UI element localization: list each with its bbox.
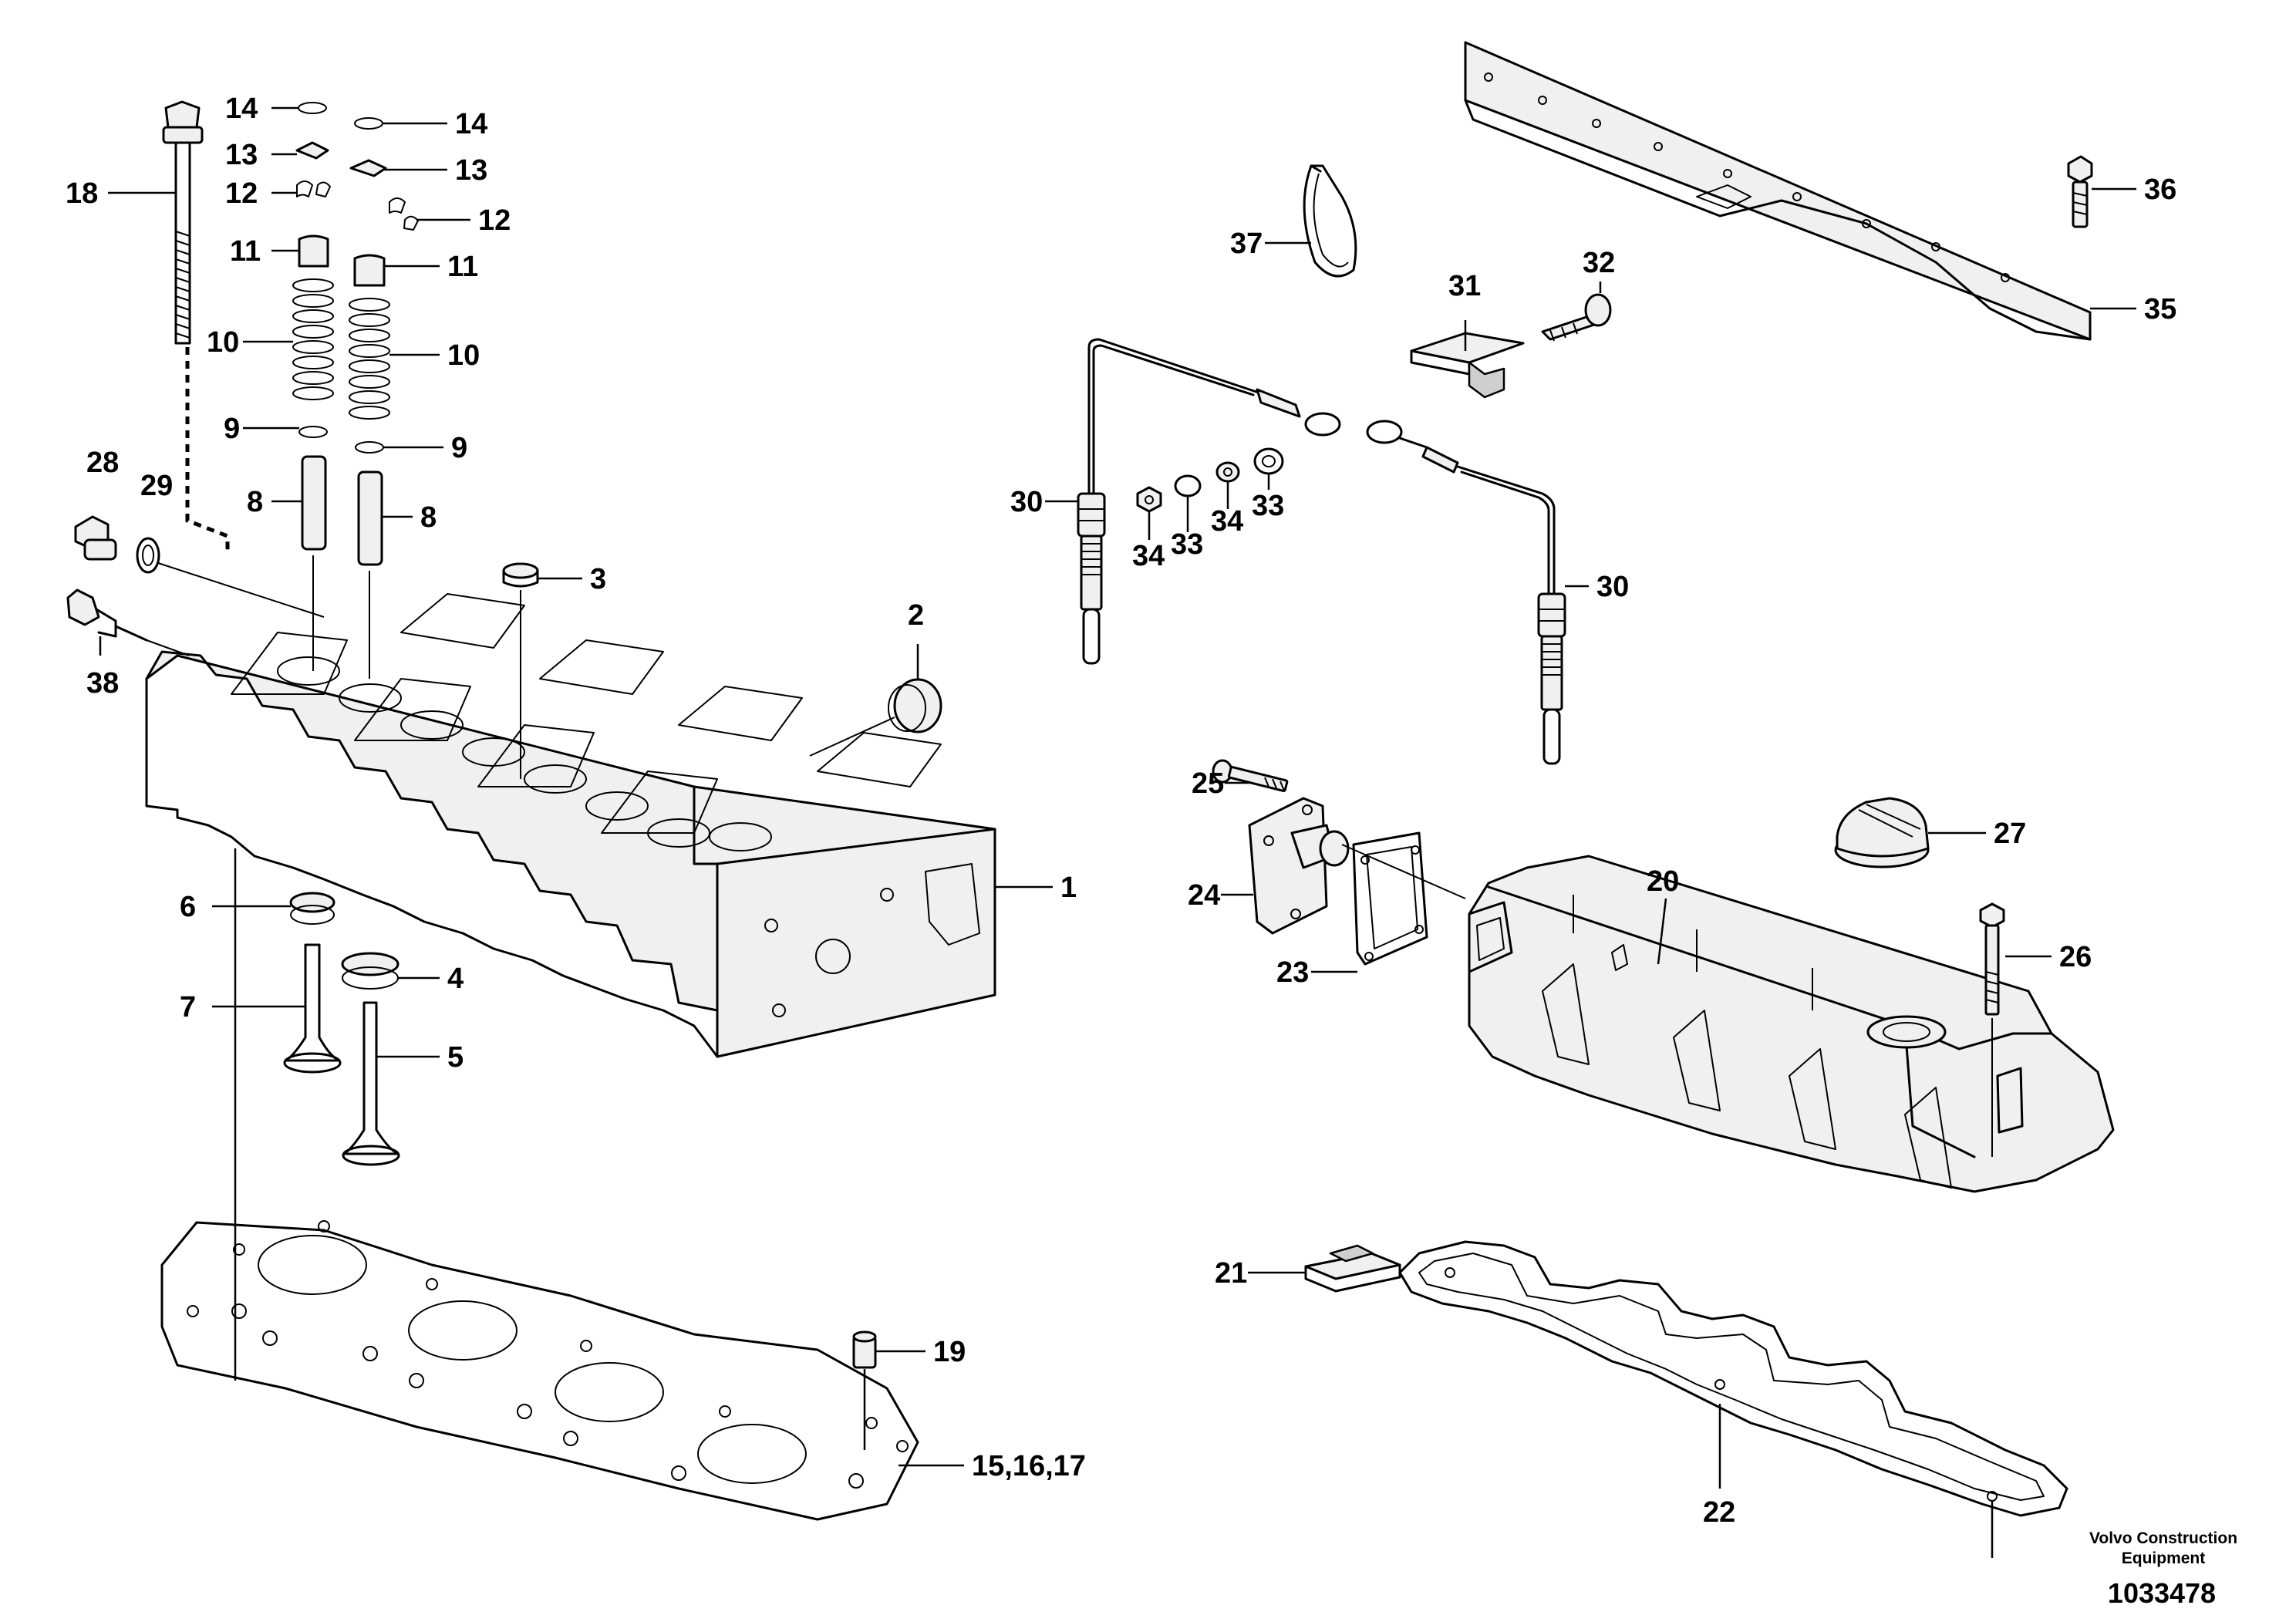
temperature-sensor-38 — [66, 588, 190, 656]
head-bolt-18 — [162, 100, 230, 555]
washer-29 — [136, 537, 160, 574]
valve-collet-left — [296, 180, 331, 197]
callout-14b: 14 — [455, 108, 487, 140]
gasket-23 — [1352, 831, 1428, 966]
callout-36: 36 — [2144, 174, 2176, 206]
oil-filler-cap-27 — [1834, 797, 1930, 868]
callout-37: 37 — [1230, 228, 1263, 260]
callout-labels: 1 2 3 4 5 6 7 8 8 9 9 10 10 11 11 12 12 … — [66, 93, 2176, 1529]
callout-15-16-17: 15,16,17 — [972, 1450, 1086, 1482]
terminal-hardware — [1136, 447, 1284, 513]
valve-train-right — [341, 117, 419, 1166]
plug-3 — [502, 562, 539, 779]
callout-2: 2 — [908, 599, 924, 632]
callout-33b: 33 — [1252, 490, 1284, 522]
callout-27: 27 — [1994, 818, 2026, 850]
callout-7: 7 — [180, 991, 196, 1023]
callout-28: 28 — [86, 447, 119, 479]
callout-12b: 12 — [478, 204, 511, 237]
callout-38: 38 — [86, 667, 119, 700]
callout-20: 20 — [1647, 865, 1679, 898]
o-ring-left — [298, 426, 328, 438]
washer-33b — [1253, 447, 1284, 475]
callout-21: 21 — [1215, 1257, 1247, 1290]
callout-22: 22 — [1703, 1496, 1735, 1529]
callout-18: 18 — [66, 177, 98, 210]
washer-33 — [1174, 474, 1202, 497]
screw-32 — [1541, 293, 1612, 342]
brand-name-line2: Equipment — [2122, 1549, 2206, 1567]
callout-13b: 13 — [455, 154, 487, 187]
brand-name-line1: Volvo Construction — [2089, 1529, 2237, 1547]
callout-24: 24 — [1188, 879, 1220, 912]
callout-35: 35 — [2144, 293, 2176, 325]
valve-5 — [342, 1001, 400, 1155]
callout-30b: 30 — [1596, 571, 1629, 603]
screw-25 — [1212, 759, 1289, 792]
spring-seat-left — [298, 234, 329, 268]
valve-cap-left — [295, 141, 329, 160]
head-gasket — [160, 1220, 919, 1521]
callout-11b: 11 — [447, 251, 478, 283]
callout-25: 25 — [1192, 767, 1224, 800]
bolt-26 — [1979, 902, 2005, 1157]
valve-retainer-clip-left — [298, 102, 327, 114]
callout-4: 4 — [447, 963, 464, 995]
inlet-manifold-20 — [1468, 855, 2115, 1193]
callout-19: 19 — [933, 1336, 966, 1368]
callout-8a: 8 — [247, 486, 263, 518]
callout-34b: 34 — [1211, 505, 1243, 538]
callout-10b: 10 — [447, 339, 480, 372]
callout-9b: 9 — [451, 432, 467, 464]
valve-guide-left — [301, 455, 327, 551]
callout-14a: 14 — [225, 93, 258, 125]
callout-26: 26 — [2059, 941, 2092, 973]
callout-10a: 10 — [207, 326, 239, 359]
bolt-36 — [2067, 155, 2093, 228]
glow-plug-30-right — [1537, 592, 1566, 765]
glow-plug-wire — [1087, 338, 1556, 595]
callout-6: 6 — [180, 891, 196, 923]
callout-1: 1 — [1060, 872, 1077, 904]
callout-11a: 11 — [230, 235, 261, 268]
callout-8b: 8 — [420, 501, 437, 534]
valve-spring-left — [292, 278, 334, 400]
callout-29: 29 — [140, 470, 173, 502]
callout-30a: 30 — [1010, 486, 1043, 518]
plug-28 — [74, 515, 117, 561]
dowel-19 — [852, 1330, 877, 1369]
callout-12a: 12 — [225, 177, 258, 210]
callout-33a: 33 — [1171, 528, 1203, 561]
heater-flange-24 — [1248, 797, 1350, 935]
callout-32: 32 — [1583, 247, 1615, 279]
expansion-plug-2 — [809, 678, 942, 757]
nut-34 — [1136, 486, 1162, 513]
callout-9a: 9 — [224, 413, 240, 445]
flange-axis-line — [1341, 844, 1466, 899]
callout-31: 31 — [1448, 270, 1481, 302]
callout-3: 3 — [590, 563, 606, 595]
plug-axis-line — [157, 562, 325, 618]
sensor-bracket-21 — [1304, 1244, 1401, 1293]
callout-5: 5 — [447, 1041, 464, 1074]
footer: Volvo Construction Equipment 1033478 — [2089, 1529, 2237, 1609]
leader-lines — [99, 106, 2136, 1558]
callout-13a: 13 — [225, 139, 258, 171]
cylinder-head — [145, 593, 996, 1058]
washer-34 — [1215, 461, 1240, 483]
document-number: 1033478 — [2108, 1577, 2216, 1609]
valve-7 — [284, 943, 341, 1062]
heat-shield-35 — [1464, 41, 2092, 341]
glow-plug-30-left — [1077, 492, 1106, 665]
valve-train-left — [283, 102, 342, 1074]
cable-tie-37 — [1303, 164, 1357, 278]
manifold-gasket-22 — [1398, 1240, 2068, 1517]
valve-seal-4 — [341, 952, 400, 976]
callout-23: 23 — [1276, 956, 1309, 989]
callout-34a: 34 — [1132, 540, 1165, 572]
bracket-31 — [1410, 332, 1525, 399]
